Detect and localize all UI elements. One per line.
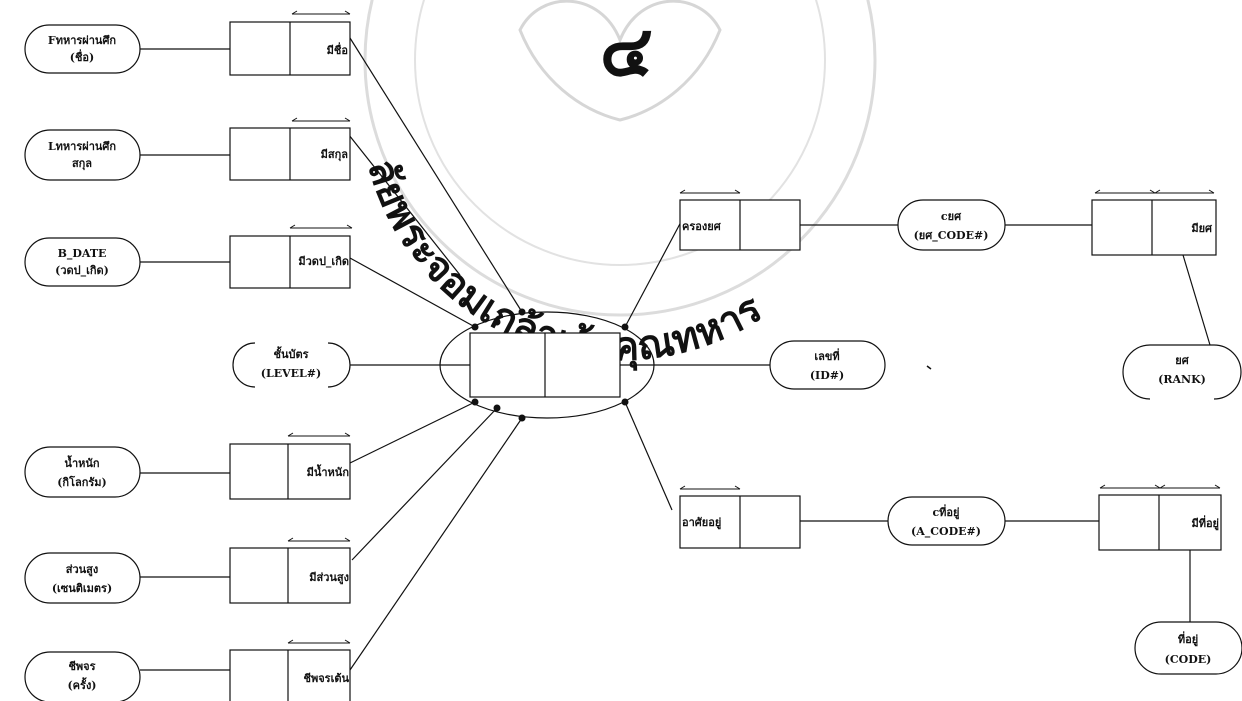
- svg-text:ครองยศ: ครองยศ: [682, 220, 722, 233]
- svg-text:สกุล: สกุล: [72, 157, 92, 171]
- relation-has-address: มีที่อยู่: [1098, 484, 1222, 551]
- svg-text:(A_CODE#): (A_CODE#): [911, 525, 981, 539]
- svg-text:Lทหารผ่านศึก: Lทหารผ่านศึก: [48, 140, 116, 153]
- svg-text:(ชื่อ): (ชื่อ): [70, 49, 94, 64]
- svg-text:cยศ: cยศ: [941, 210, 962, 223]
- svg-text:ที่อยู่: ที่อยู่: [1178, 631, 1198, 647]
- attribute-address-code: cที่อยู่ (A_CODE#): [887, 496, 1006, 546]
- relation-has-height: มีส่วนสูง: [229, 537, 351, 604]
- relation-has-surname: มีสกุล: [229, 117, 351, 181]
- relation-has-weight: มีน้ำหนัก: [229, 432, 351, 500]
- relation-has-name: มีชื่อ: [229, 10, 351, 76]
- svg-text:ชีพจร: ชีพจร: [68, 660, 95, 673]
- attribute-lname: Lทหารผ่านศึก สกุล: [24, 129, 141, 181]
- attribute-code: ที่อยู่ (CODE): [1134, 621, 1242, 675]
- svg-text:มีสกุล: มีสกุล: [321, 148, 349, 162]
- svg-text:น้ำหนัก: น้ำหนัก: [64, 455, 99, 470]
- attribute-weight: น้ำหนัก (กิโลกรัม): [24, 446, 141, 498]
- svg-text:(เซนติเมตร): (เซนติเมตร): [52, 582, 112, 595]
- svg-text:อาศัยอยู่: อาศัยอยู่: [682, 516, 721, 530]
- svg-text:มียศ: มียศ: [1191, 222, 1213, 235]
- relation-has-bdate: มีวดป_เกิด: [229, 224, 353, 289]
- connector-lines: [140, 29, 1211, 671]
- svg-text:(กิโลกรัม): (กิโลกรัม): [57, 475, 107, 489]
- svg-text:ส่วนสูง: ส่วนสูง: [66, 563, 99, 577]
- svg-text:(ยศ_CODE#): (ยศ_CODE#): [914, 229, 989, 243]
- svg-text:(วดป_เกิด): (วดป_เกิด): [55, 264, 109, 278]
- attribute-rank-code: cยศ (ยศ_CODE#): [897, 199, 1006, 251]
- central-entity-veteran: [439, 308, 655, 422]
- relation-has-rank: มียศ: [1091, 189, 1217, 256]
- svg-text:มีชื่อ: มีชื่อ: [327, 42, 348, 57]
- svg-text:(ครั้ง): (ครั้ง): [67, 677, 96, 692]
- svg-text:ชั้นบัตร: ชั้นบัตร: [273, 346, 308, 361]
- svg-text:Fทหารผ่านศึก: Fทหารผ่านศึก: [48, 34, 117, 47]
- relation-has-pulse: ชีพจรเต้น: [229, 639, 351, 701]
- svg-text:(CODE): (CODE): [1165, 653, 1212, 666]
- relation-reside: อาศัยอยู่: [679, 485, 801, 549]
- svg-text:เลขที่: เลขที่: [814, 348, 839, 363]
- watermark-seal: ๔ ลัยพระจอมเกล้าเจ้าคุณทหาร: [358, 0, 877, 372]
- attribute-rank: ยศ (RANK): [1122, 344, 1242, 400]
- attribute-fname: Fทหารผ่านศึก (ชื่อ): [24, 24, 141, 74]
- svg-text:cที่อยู่: cที่อยู่: [932, 504, 959, 520]
- attribute-id: เลขที่ (ID#): [769, 340, 886, 390]
- attribute-pulse: ชีพจร (ครั้ง): [24, 651, 141, 701]
- watermark-glyph: ๔: [600, 9, 653, 92]
- svg-text:B_DATE: B_DATE: [58, 247, 107, 261]
- svg-text:มีวดป_เกิด: มีวดป_เกิด: [298, 255, 349, 269]
- attribute-level: ชั้นบัตร (LEVEL#): [232, 342, 351, 388]
- svg-text:มีส่วนสูง: มีส่วนสูง: [309, 571, 349, 585]
- svg-text:(ID#): (ID#): [810, 369, 844, 382]
- attribute-bdate: B_DATE (วดป_เกิด): [24, 237, 141, 287]
- svg-text:(LEVEL#): (LEVEL#): [261, 367, 321, 380]
- relation-hold-rank: ครองยศ: [679, 189, 801, 251]
- svg-text:ยศ: ยศ: [1175, 354, 1189, 367]
- stray-mark: [926, 365, 932, 370]
- attribute-height: ส่วนสูง (เซนติเมตร): [24, 552, 141, 604]
- svg-text:ชีพจรเต้น: ชีพจรเต้น: [304, 672, 350, 685]
- svg-text:มีที่อยู่: มีที่อยู่: [1191, 515, 1219, 531]
- svg-text:(RANK): (RANK): [1158, 373, 1206, 386]
- svg-text:มีน้ำหนัก: มีน้ำหนัก: [307, 464, 350, 479]
